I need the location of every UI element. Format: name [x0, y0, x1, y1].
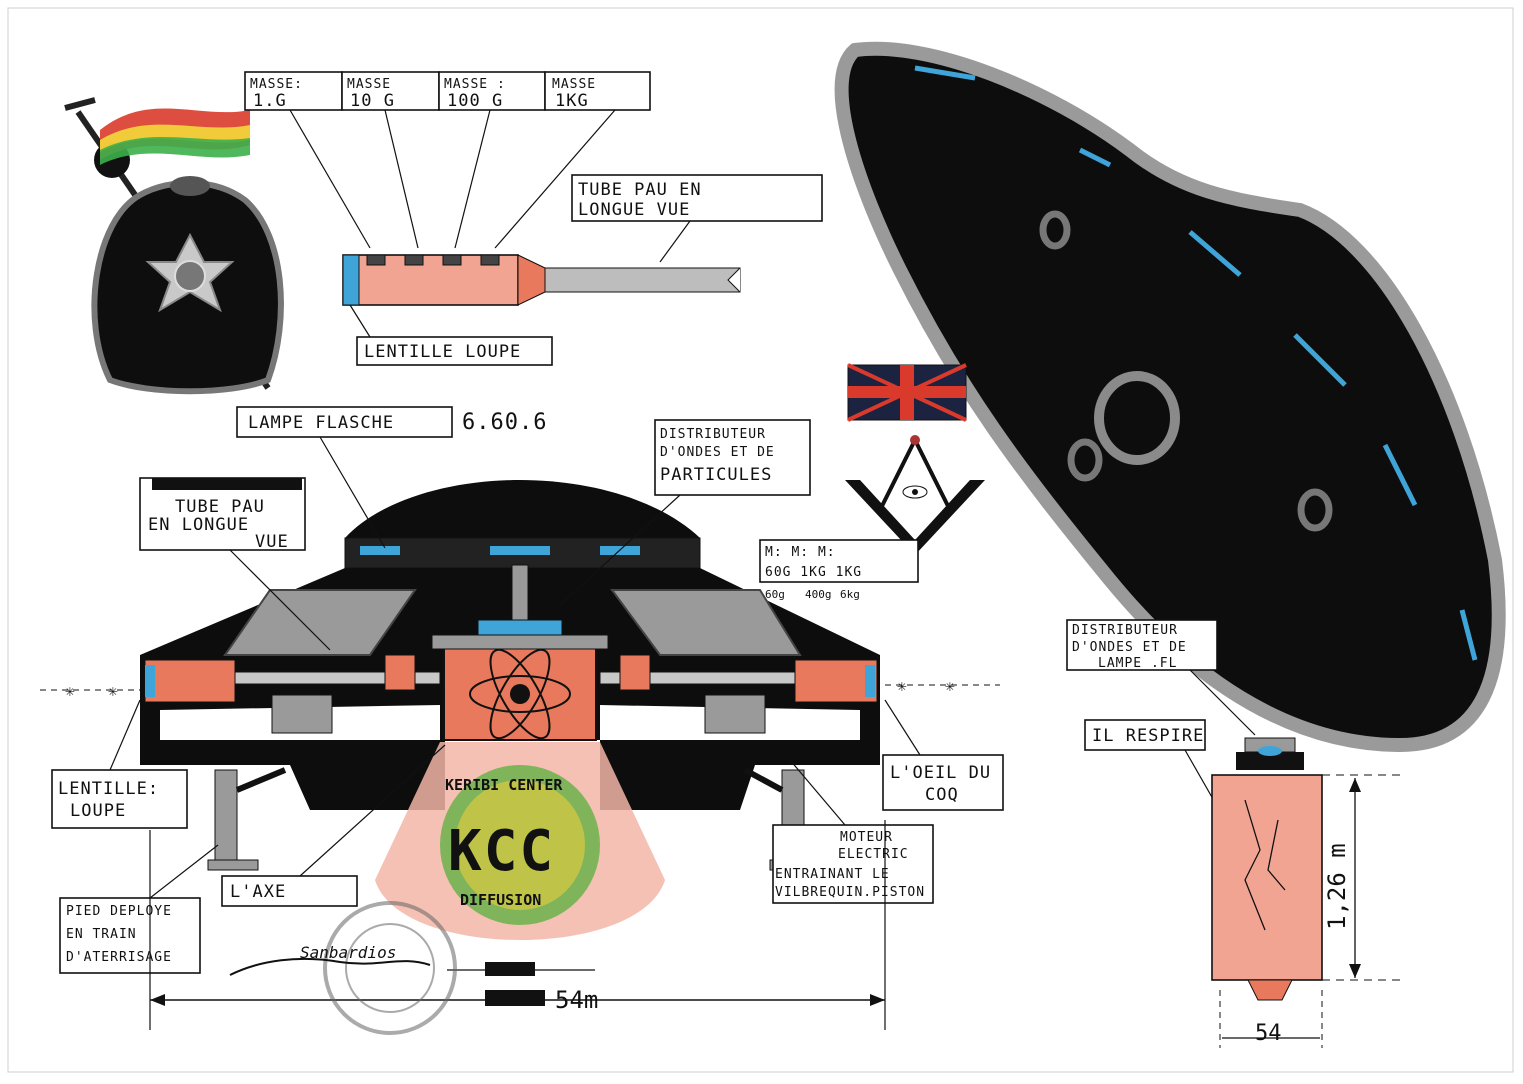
masses-tiny-2: 400g	[805, 588, 832, 601]
masse-1-line-1: MASSE:	[250, 77, 303, 92]
svg-text:✳: ✳	[65, 681, 75, 700]
masse-3-line-1: MASSE :	[444, 77, 506, 92]
tube-pau-left-line-2: EN LONGUE	[148, 515, 249, 535]
dim-width-label: 54m	[555, 986, 598, 1014]
breathing-tube	[1211, 737, 1400, 1048]
laxe-label: L'AXE	[230, 882, 286, 902]
lentille-loupe-top-label: LENTILLE LOUPE	[364, 342, 521, 362]
masses-tiny-3: 6kg	[840, 588, 860, 601]
distributeur-main-line-3: PARTICULES	[660, 465, 772, 485]
telescope-tube	[342, 254, 741, 306]
width-dimension	[149, 820, 886, 1030]
distributeur-main-line-2: D'ONDES ET DE	[660, 445, 775, 460]
oeil-du-coq-line-1: L'OEIL DU	[890, 763, 991, 783]
masse-4-line-1: MASSE	[552, 77, 596, 92]
tube-pau-left-line-1: TUBE PAU	[175, 497, 265, 517]
dim-height-label: 1,26 m	[1323, 843, 1351, 930]
moteur-line-1: MOTEUR	[840, 830, 893, 845]
star-icon: ✳ ✳ ✳ ✳	[40, 676, 1000, 700]
lampe-flasche-label: LAMPE FLASCHE	[248, 413, 394, 433]
signature-stroke	[229, 957, 431, 976]
tube-pau-top-line-2: LONGUE VUE	[578, 200, 690, 220]
official-stamp	[323, 901, 457, 1035]
il-respire-label: IL RESPIRE	[1092, 726, 1204, 746]
masse-2-line-2: 10 G	[350, 91, 395, 111]
distributeur-right-line-2: D'ONDES ET DE	[1072, 640, 1187, 655]
signature-text: Sanbardios	[300, 943, 396, 962]
lentille-loupe-left-line-2: LOUPE	[70, 801, 126, 821]
code-number-label: 6.60.6	[462, 410, 547, 435]
moteur-line-2: ELECTRIC	[838, 847, 909, 862]
moteur-line-3: ENTRAINANT LE	[775, 867, 890, 882]
masse-4-line-2: 1KG	[555, 91, 589, 111]
tube-pau-left-line-3: VUE	[255, 532, 289, 552]
pied-deploye-line-1: PIED DEPLOYE	[66, 904, 172, 919]
moteur-line-4: VILBREQUIN.PISTON	[775, 885, 925, 900]
logo-bottom-text: DIFFUSION	[460, 891, 541, 909]
svg-text:✳: ✳	[945, 676, 955, 695]
masse-3-line-2: 100 G	[447, 91, 503, 111]
union-jack-flag-icon	[847, 363, 967, 422]
tube-pau-top-line-1: TUBE PAU EN	[578, 180, 702, 200]
masses-small-line-2: 60G 1KG 1KG	[765, 565, 862, 580]
oeil-du-coq-line-2: COQ	[925, 785, 959, 805]
masse-2-line-1: MASSE	[347, 77, 391, 92]
pied-deploye-line-2: EN TRAIN	[66, 927, 137, 942]
flying-saucer-side-view	[834, 41, 1506, 753]
dim-small-width-label: 54	[1255, 1021, 1282, 1046]
distributeur-right-line-3: LAMPE .FL	[1098, 656, 1177, 671]
svg-text:✳: ✳	[108, 681, 118, 700]
distributeur-right-line-1: DISTRIBUTEUR	[1072, 623, 1178, 638]
masses-small-line-1: M: M: M:	[765, 545, 836, 560]
svg-text:✳: ✳	[897, 676, 907, 695]
distributeur-main-line-1: DISTRIBUTEUR	[660, 427, 766, 442]
masses-tiny-1: 60g	[765, 588, 785, 601]
police-helmet-icon	[64, 97, 284, 395]
lentille-loupe-left-line-1: LENTILLE:	[58, 779, 159, 799]
pied-deploye-line-3: D'ATERRISAGE	[66, 950, 172, 965]
logo-top-text: KERIBI CENTER	[445, 776, 563, 794]
masse-boxes: MASSE: 1.G MASSE 10 G MASSE : 100 G MASS…	[244, 71, 651, 249]
masse-1-line-2: 1.G	[253, 91, 287, 111]
logo-main-text: KCC	[448, 819, 555, 884]
